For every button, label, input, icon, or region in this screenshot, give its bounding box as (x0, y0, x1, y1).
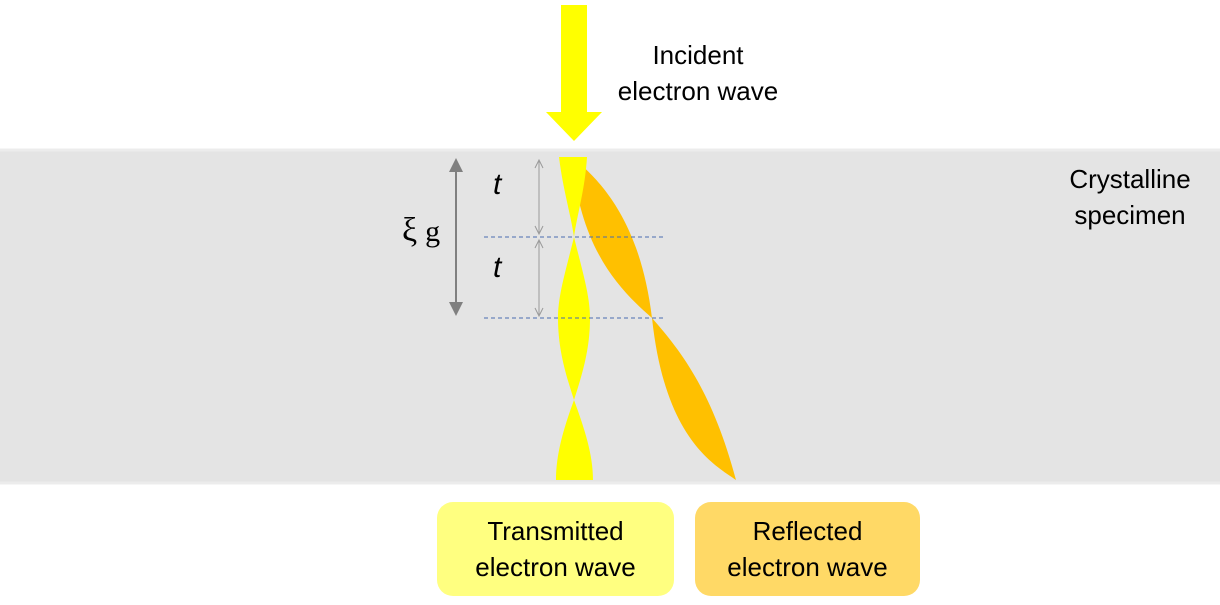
reflected-wave (572, 157, 736, 480)
reflected-label-line2: electron wave (727, 552, 888, 582)
specimen-label-line2: specimen (1074, 200, 1186, 230)
incident-label-line2: electron wave (617, 76, 779, 106)
xi-subscript: g (425, 215, 441, 248)
transmitted-label-line2: electron wave (475, 552, 636, 582)
transmitted-wave-box: Transmitted electron wave (437, 502, 674, 596)
transmitted-wave (556, 157, 593, 480)
reflected-wave-box: Reflected electron wave (695, 502, 920, 596)
incident-beam-arrow (546, 5, 602, 141)
extinction-distance-arrow (449, 158, 463, 316)
reflected-label-line1: Reflected (752, 516, 863, 546)
specimen-label: Crystalline specimen (1040, 161, 1220, 233)
transmitted-label-line1: Transmitted (487, 516, 624, 546)
incident-wave-label: Incident electron wave (598, 37, 798, 109)
thickness-arrow-upper (534, 158, 544, 236)
thickness-label-lower: t (493, 251, 502, 284)
specimen-label-line1: Crystalline (1069, 164, 1191, 194)
xi-symbol: ξ (402, 212, 418, 249)
incident-label-line1: Incident (652, 40, 744, 70)
thickness-label-upper: t (493, 168, 502, 201)
thickness-arrow-lower (534, 238, 544, 318)
